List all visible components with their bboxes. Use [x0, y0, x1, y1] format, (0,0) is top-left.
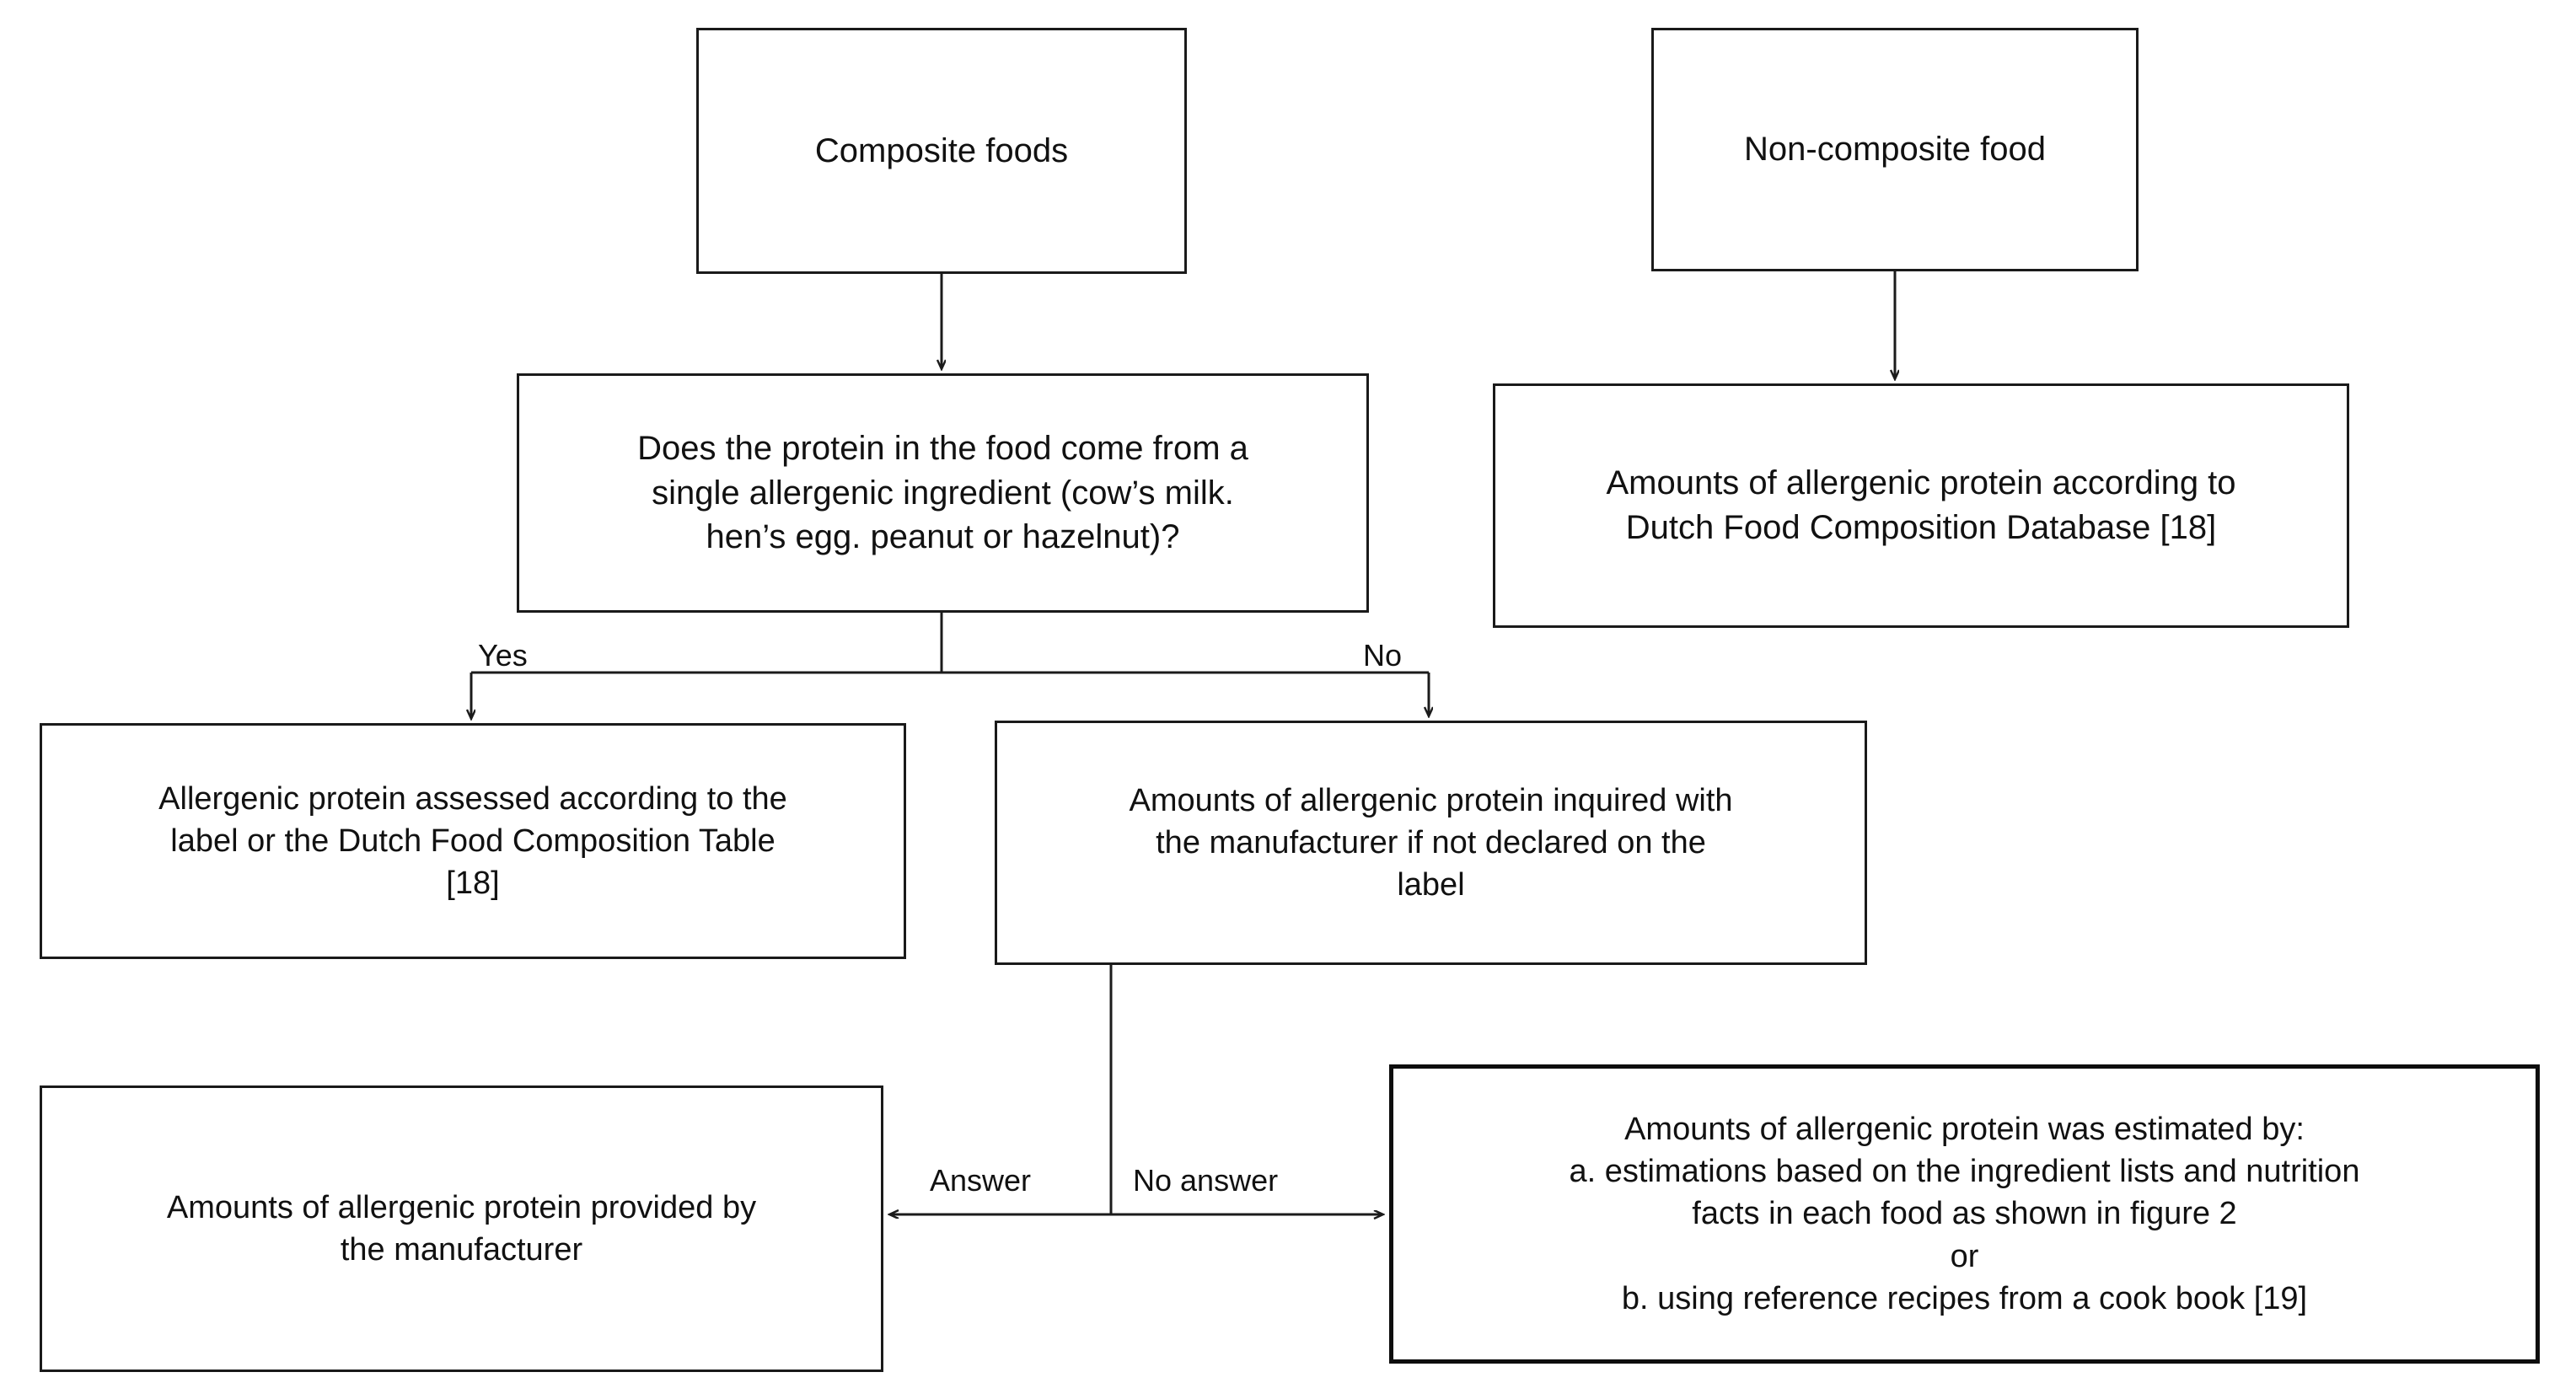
node-composite-foods[interactable]: Composite foods	[696, 28, 1187, 274]
node-assessed-label-table[interactable]: Allergenic protein assessed according to…	[40, 723, 906, 959]
node-non-composite-food-label: Non-composite food	[1744, 131, 2046, 169]
node-estimated-by-label: Amounts of allergenic protein was estima…	[1569, 1112, 2360, 1316]
node-inquired-manufacturer-label: Amounts of allergenic protein inquired w…	[1129, 782, 1733, 903]
edge-label-no: No	[1363, 638, 1403, 673]
node-non-composite-food[interactable]: Non-composite food	[1651, 28, 2139, 271]
node-dutch-database-label: Amounts of allergenic protein according …	[1606, 464, 2236, 546]
node-inquired-manufacturer[interactable]: Amounts of allergenic protein inquired w…	[995, 721, 1867, 965]
node-protein-question[interactable]: Does the protein in the food come from a…	[517, 373, 1369, 613]
node-protein-question-label: Does the protein in the food come from a…	[637, 429, 1248, 556]
edge-label-yes: Yes	[478, 638, 528, 673]
node-estimated-by[interactable]: Amounts of allergenic protein was estima…	[1389, 1064, 2540, 1364]
node-assessed-label-table-label: Allergenic protein assessed according to…	[158, 780, 787, 902]
edge-label-no-answer: No answer	[1133, 1163, 1279, 1198]
connector-question-branch-stem	[471, 613, 1429, 674]
edge-label-answer: Answer	[930, 1163, 1032, 1198]
node-provided-by-manufacturer[interactable]: Amounts of allergenic protein provided b…	[40, 1085, 883, 1372]
node-dutch-database[interactable]: Amounts of allergenic protein according …	[1493, 383, 2349, 628]
node-composite-foods-label: Composite foods	[814, 131, 1069, 169]
node-provided-by-manufacturer-label: Amounts of allergenic protein provided b…	[166, 1189, 757, 1268]
